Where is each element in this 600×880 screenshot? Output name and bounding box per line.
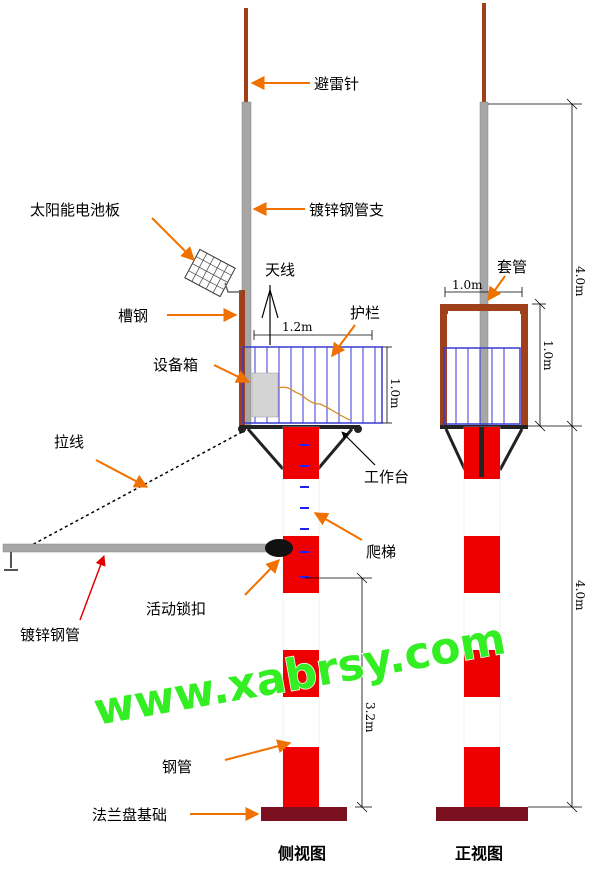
label-antenna: 天线 <box>265 261 295 279</box>
arrow-lock-clamp <box>244 558 280 596</box>
arrow-sleeve <box>487 275 506 302</box>
front-flange-base <box>436 807 528 821</box>
caption-front-view: 正视图 <box>455 844 503 863</box>
arrow-railing <box>331 324 356 358</box>
guy-wire <box>29 431 243 547</box>
arrow-equipment-box <box>213 364 251 383</box>
label-lightning-rod: 避雷针 <box>314 75 359 93</box>
dim-side-height <box>382 346 392 424</box>
front-railing-box <box>443 347 521 425</box>
dim-front-lower-label: 4.0m <box>573 580 587 611</box>
horizontal-galv-pipe <box>2 543 284 553</box>
dim-side-height-label: 1.0m <box>388 378 402 409</box>
solar-panel <box>184 248 236 298</box>
front-support-pipe <box>479 101 489 428</box>
label-railing: 护栏 <box>350 304 380 322</box>
arrow-galv-pipe <box>79 555 106 621</box>
front-inner-ladder <box>479 427 484 477</box>
label-solar-panel: 太阳能电池板 <box>30 201 120 219</box>
label-equipment-box: 设备箱 <box>153 356 198 374</box>
caption-side-view: 侧视图 <box>278 844 326 863</box>
arrow-ladder <box>313 512 363 541</box>
label-galv-pipe-support: 镀锌钢管支 <box>309 201 384 219</box>
front-lightning-rod <box>482 3 486 104</box>
dim-side-width <box>253 330 373 340</box>
side-lightning-rod <box>244 8 248 104</box>
antenna <box>261 285 279 345</box>
dim-front-width-label: 1.0m <box>452 278 483 292</box>
equipment-cable <box>277 386 351 421</box>
label-channel-steel: 槽钢 <box>118 307 148 325</box>
front-platform-braces <box>444 428 524 471</box>
lock-clamp <box>265 539 293 557</box>
dim-front-lower <box>528 426 582 813</box>
dim-front-upper <box>488 98 582 432</box>
label-flange-base: 法兰盘基础 <box>92 806 167 824</box>
label-ladder: 爬梯 <box>366 543 396 561</box>
label-sleeve: 套管 <box>497 258 527 276</box>
dim-side-lower-label: 3.2m <box>363 702 377 733</box>
label-galv-pipe: 镀锌钢管 <box>20 626 80 644</box>
label-lock-clamp: 活动锁扣 <box>146 600 206 618</box>
front-railing-bars <box>455 348 505 424</box>
arrow-solar-panel <box>151 217 195 261</box>
equipment-box <box>251 372 279 418</box>
platform-node-right <box>354 425 362 433</box>
side-flange-base <box>261 807 347 821</box>
arrow-work-platform <box>341 431 376 466</box>
side-railing-box <box>242 346 383 424</box>
dim-side-width-label: 1.2m <box>282 320 313 334</box>
dim-front-upper-label: 4.0m <box>573 266 587 297</box>
label-steel-pipe: 钢管 <box>162 758 192 776</box>
dim-front-width <box>444 287 523 297</box>
arrow-steel-pipe <box>224 739 292 761</box>
side-channel-steel <box>239 290 245 426</box>
dim-side-lower <box>305 572 372 813</box>
pipe-foot <box>4 552 18 571</box>
platform-node-left <box>238 425 246 433</box>
label-guy-wire: 拉线 <box>54 433 84 451</box>
dim-front-height-label: 1.0m <box>541 340 555 371</box>
solar-panel-bracket <box>224 282 242 293</box>
arrow-guy-wire <box>95 459 149 488</box>
label-work-platform: 工作台 <box>364 468 409 486</box>
ladder-rungs <box>300 444 309 578</box>
side-tower <box>282 426 320 808</box>
